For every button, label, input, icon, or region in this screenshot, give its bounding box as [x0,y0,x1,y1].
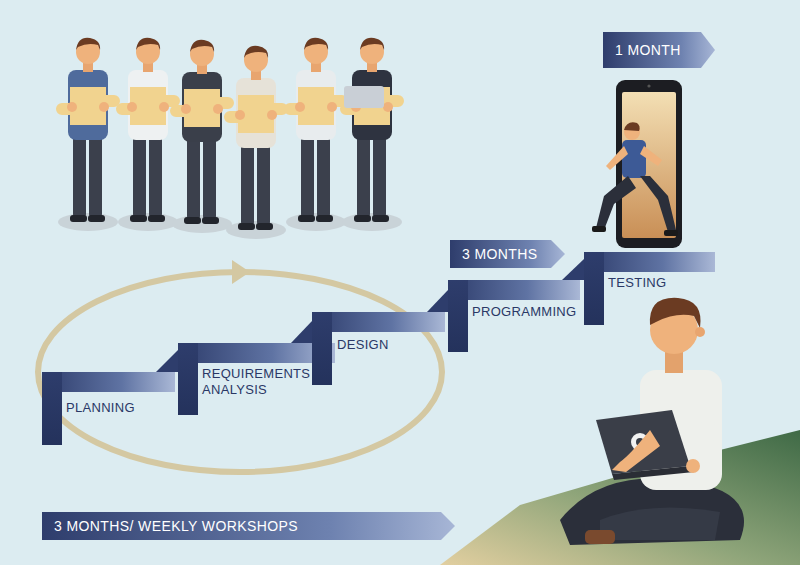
step-label: DESIGN [337,337,441,353]
step-label: PROGRAMMING [472,304,576,320]
process-step: DESIGN [312,312,445,385]
duration-banner: 3 MONTHS [450,240,565,268]
step-riser [178,343,198,415]
step-riser [312,312,332,385]
process-step: TESTING [584,252,715,325]
duration-banner: 1 MONTH [603,32,715,68]
step-label: REQUIREMENTS ANALYSIS [202,366,330,398]
duration-label: 1 MONTH [603,42,681,58]
step-riser [584,252,604,325]
step-label: PLANNING [66,400,171,416]
step-label: TESTING [608,275,711,291]
process-step: PROGRAMMING [448,280,580,352]
duration-label: 3 MONTHS/ WEEKLY WORKSHOPS [42,518,298,534]
step-riser [42,372,62,445]
process-step: PLANNING [42,372,175,445]
step-riser [448,280,468,352]
duration-banner: 3 MONTHS/ WEEKLY WORKSHOPS [42,512,455,540]
duration-label: 3 MONTHS [450,246,538,262]
